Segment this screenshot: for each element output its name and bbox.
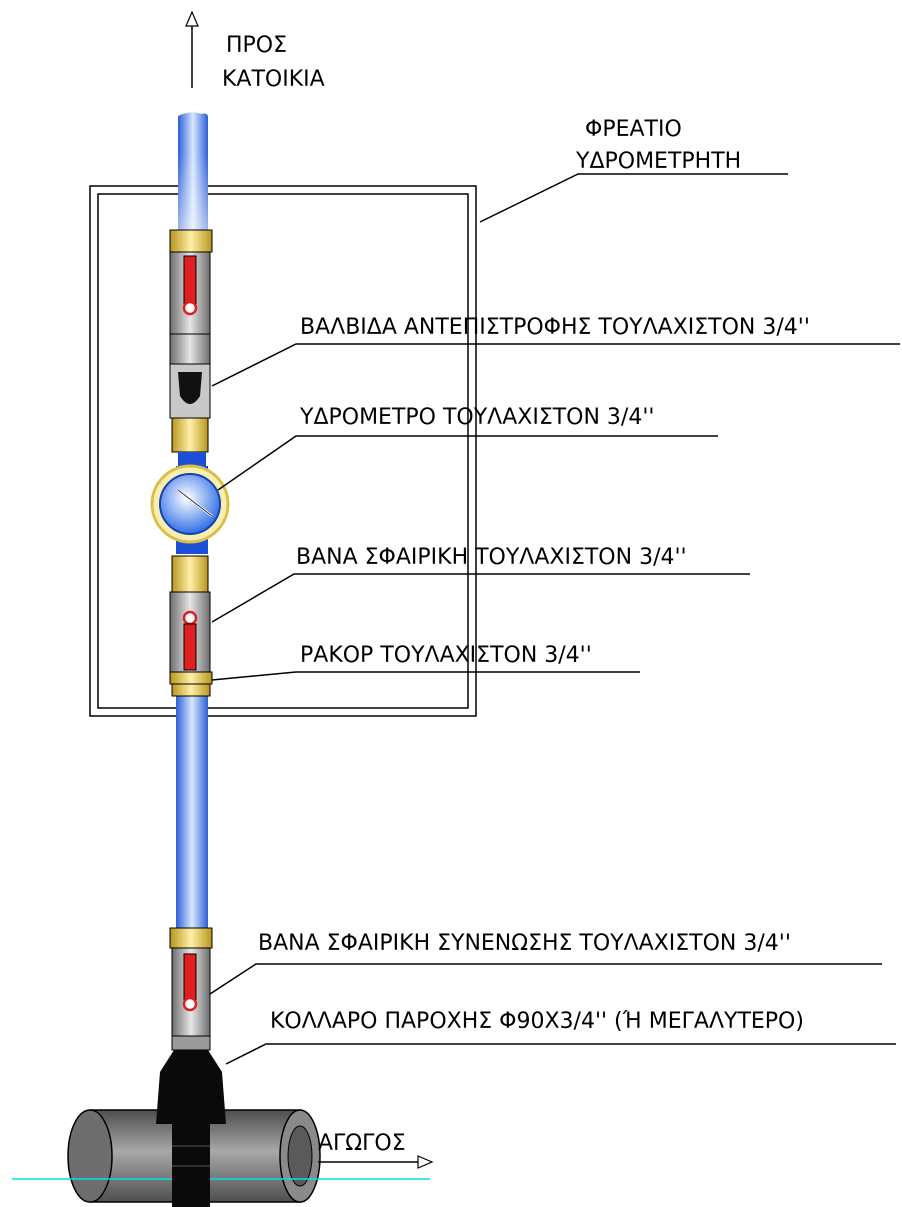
- meter-chamber-frame: [89, 185, 477, 717]
- water-meter-leader: [217, 435, 718, 491]
- main-pipe-label: ΑΓΩΓΟΣ: [318, 1131, 406, 1156]
- water-meter: [150, 464, 230, 554]
- ball-valve-top: [169, 229, 213, 335]
- saddle-label: ΚΟΛΛΑΡΟ ΠΑΡΟΧΗΣ Φ90Χ3/4'' (Ή ΜΕΓΑΛΥΤΕΡΟ): [270, 1009, 804, 1034]
- ball-valve-label: ΒΑΝΑ ΣΦΑΙΡΙΚΗ ΤΟΥΛΑΧΙΣΤΟΝ 3/4'': [296, 545, 687, 570]
- chamber-leader: [479, 173, 788, 223]
- water-meter-label: ΥΔΡΟΜΕΤΡΟ ΤΟΥΛΑΧΙΣΤΟΝ 3/4'': [299, 405, 654, 430]
- meter-pipe-upper: [178, 452, 206, 466]
- ball-valve-leader: [211, 573, 750, 623]
- saddle-leader: [225, 1043, 896, 1065]
- supply-pipe-upper: [178, 112, 208, 232]
- chamber-label-line2: ΥΔΡΟΜΕΤΡΗΤΗ: [575, 149, 741, 174]
- chamber-label-line1: ΦΡΕΑΤΙΟ: [585, 117, 682, 142]
- supply-pipe-lower: [176, 692, 208, 930]
- union-ball-valve: [169, 927, 213, 1051]
- union-leader: [211, 671, 640, 681]
- to-house-arrow: [185, 10, 199, 88]
- to-house-label-line1: ΠΡΟΣ: [226, 33, 287, 58]
- meter-fitting-upper: [171, 417, 209, 453]
- union-fitting: [169, 671, 213, 697]
- flow-arrow: [318, 1155, 434, 1169]
- to-house-label-line2: ΚΑΤΟΙΚΙΑ: [222, 67, 325, 92]
- union-ball-valve-leader: [209, 963, 882, 995]
- union-label: ΡΑΚΟΡ ΤΟΥΛΑΧΙΣΤΟΝ 3/4'': [300, 643, 592, 668]
- check-valve: [169, 333, 211, 419]
- ball-valve-lower: [169, 591, 211, 675]
- union-ball-valve-label: ΒΑΝΑ ΣΦΑΙΡΙΚΗ ΣΥΝΕΝΩΣΗΣ ΤΟΥΛΑΧΙΣΤΟΝ 3/4'…: [258, 931, 791, 956]
- check-valve-label: ΒΑΛΒΙΔΑ ΑΝΤΕΠΙΣΤΡΟΦΗΣ ΤΟΥΛΑΧΙΣΤΟΝ 3/4'': [300, 315, 810, 340]
- saddle-clamp: [156, 1050, 226, 1207]
- check-valve-leader: [211, 343, 900, 387]
- meter-fitting-lower: [171, 555, 209, 593]
